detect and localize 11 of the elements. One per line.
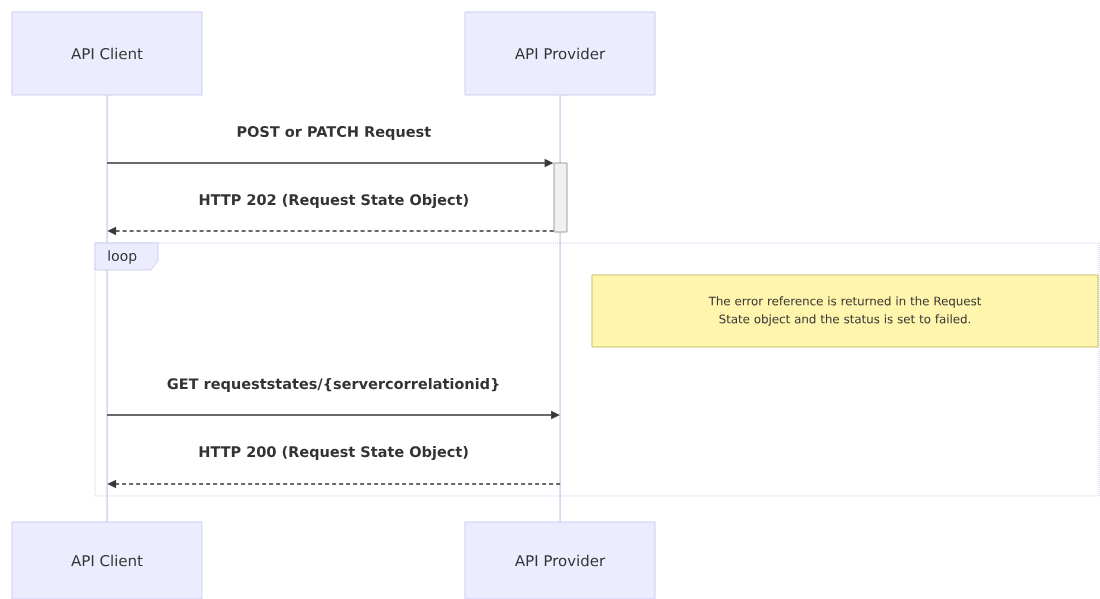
note-box: The error reference is returned in the Request State object and the status is set to failed. <box>591 274 1099 348</box>
message-label: HTTP 200 (Request State Object) <box>199 445 468 461</box>
participant-box: API Client <box>11 521 203 599</box>
message-label: GET requeststates/{servercorrelationid} <box>167 377 499 392</box>
message-label: HTTP 202 (Request State Object) <box>199 193 468 209</box>
participant-box: API Provider <box>464 521 656 599</box>
participant-box: API Provider <box>464 11 656 96</box>
activation-bar <box>553 162 568 233</box>
participant-box: API Client <box>11 11 203 96</box>
message-label: POST or PATCH Request <box>237 126 431 140</box>
lifeline <box>106 95 108 522</box>
